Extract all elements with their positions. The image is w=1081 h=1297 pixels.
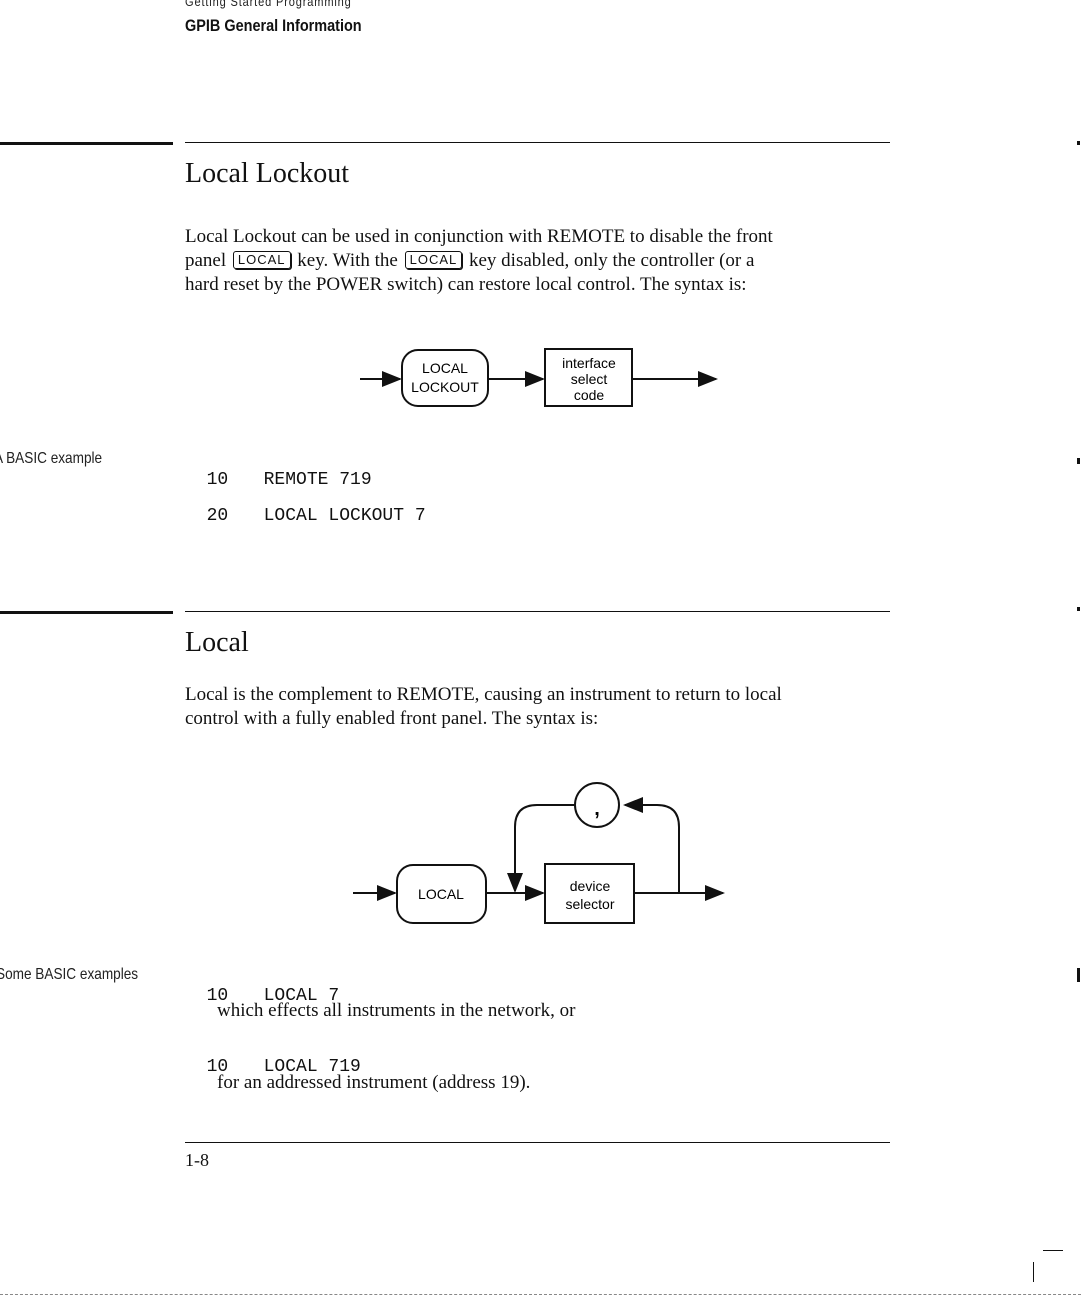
code-note: for an addressed instrument (address 19)… — [217, 1072, 531, 1093]
local-lockout-paragraph: Local Lockout can be used in conjunction… — [185, 225, 905, 297]
code-line: 20 LOCAL LOCKOUT 7 — [185, 486, 426, 526]
local-key-icon: LOCAL — [232, 251, 291, 269]
code-line-text: REMOTE 719 — [263, 470, 372, 490]
diagram-loop-back-path — [623, 797, 680, 893]
paragraph-text: panel — [185, 250, 227, 271]
paragraph-line: Local Lockout can be used in conjunction… — [185, 226, 773, 247]
code-line-number: 10 — [206, 986, 229, 1006]
section-margin-rule — [0, 142, 173, 145]
corner-crop-mark — [1043, 1250, 1063, 1251]
edge-mark — [1077, 141, 1080, 145]
code-line-text: LOCAL 7 — [263, 986, 340, 1006]
code-note: which effects all instruments in the net… — [217, 1000, 576, 1021]
local-paragraph: Local is the complement to REMOTE, causi… — [185, 683, 905, 731]
paragraph-line: Local is the complement to REMOTE, causi… — [185, 684, 782, 705]
paragraph-line: control with a fully enabled front panel… — [185, 708, 599, 729]
local-key-icon: LOCAL — [404, 251, 463, 269]
diagram-loop-return-path — [507, 804, 575, 893]
code-line-number: 10 — [206, 1057, 229, 1077]
local-lockout-node — [401, 349, 489, 407]
node-label: interface — [562, 355, 616, 371]
node-label: selector — [565, 896, 614, 912]
section-title-local: Local — [185, 627, 249, 658]
section-title-local-lockout: Local Lockout — [185, 158, 350, 189]
side-label-basic-examples: Some BASIC examples — [0, 966, 139, 983]
section-rule — [185, 611, 890, 612]
running-header-title: GPIB General Information — [185, 16, 362, 35]
running-header-breadcrumb: Getting Started Programming — [185, 0, 352, 9]
code-line-text: LOCAL LOCKOUT 7 — [263, 506, 426, 526]
code-line: 10 LOCAL 7 — [185, 966, 340, 1006]
code-line-number: 10 — [206, 470, 229, 490]
paragraph-text: key disabled, only the controller (or a — [469, 250, 755, 271]
paragraph-text: key. With the — [297, 250, 398, 271]
bottom-scan-edge — [0, 1294, 1081, 1296]
node-label: LOCAL — [422, 360, 468, 376]
edge-mark — [1077, 968, 1080, 982]
interface-select-code-node — [544, 348, 633, 407]
side-label-basic-example: A BASIC example — [0, 450, 103, 467]
code-line-text: LOCAL 719 — [263, 1057, 361, 1077]
device-selector-node — [544, 863, 635, 924]
corner-crop-mark — [1033, 1262, 1034, 1282]
footer-rule — [185, 1142, 890, 1143]
node-label: LOCKOUT — [411, 379, 479, 395]
section-margin-rule — [0, 611, 173, 614]
section-rule — [185, 142, 890, 143]
code-line: 10 REMOTE 719 — [185, 450, 372, 490]
paragraph-line: panel LOCAL key. With the LOCAL key disa… — [185, 249, 905, 273]
local-lockout-syntax-diagram: LOCAL LOCKOUT interface select code — [360, 348, 718, 407]
paragraph-line: hard reset by the POWER switch) can rest… — [185, 274, 747, 295]
node-label: device — [570, 878, 611, 894]
edge-mark — [1077, 607, 1080, 611]
local-syntax-diagram: LOCAL device selector , — [353, 782, 725, 924]
node-label: code — [574, 387, 605, 403]
node-label: , — [594, 798, 600, 820]
code-line: 10 LOCAL 719 — [185, 1037, 361, 1077]
page-number: 1-8 — [185, 1150, 209, 1170]
node-label: select — [571, 371, 608, 387]
edge-mark — [1077, 458, 1080, 464]
code-line-number: 20 — [206, 506, 229, 526]
node-label: LOCAL — [418, 886, 464, 902]
